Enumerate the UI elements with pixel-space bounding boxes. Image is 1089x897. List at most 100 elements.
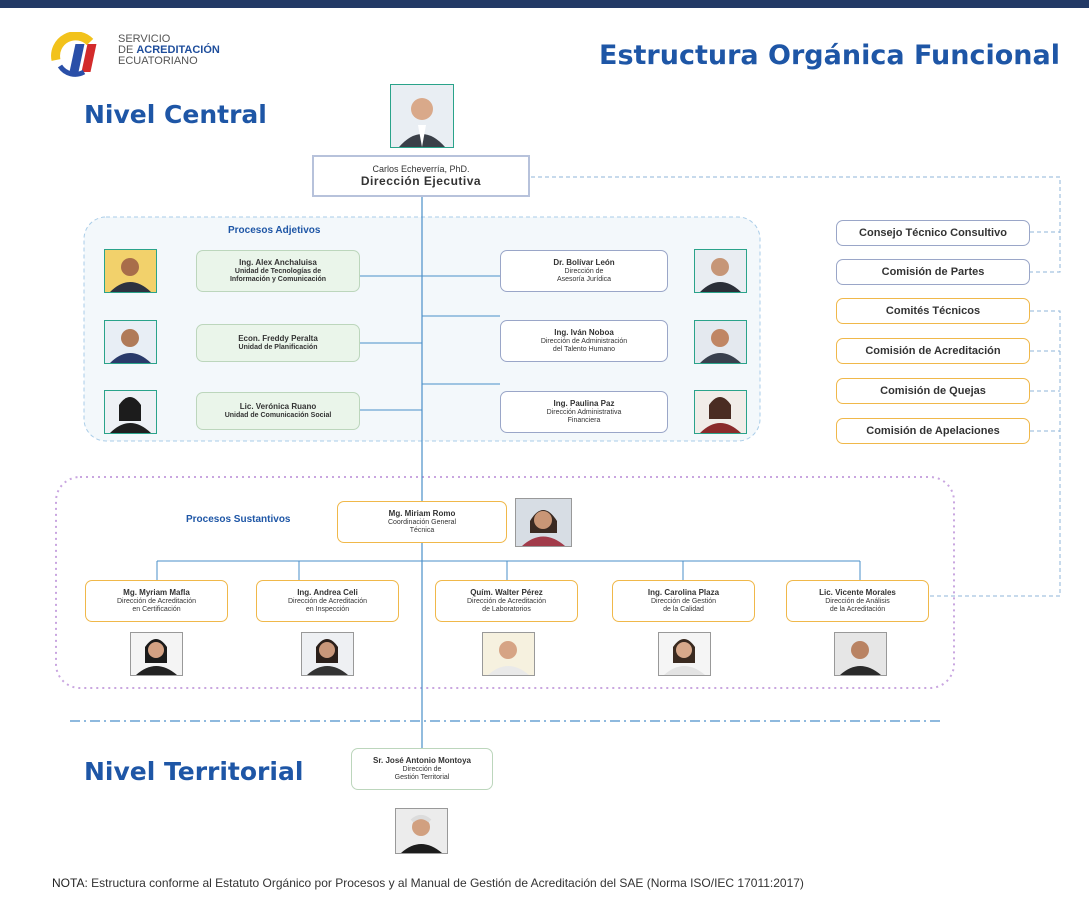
substantive-director-unit-5b: de la Acreditación	[829, 606, 886, 613]
territorial-unit-a: Dirección de	[402, 766, 442, 773]
adjective-right-name-1: Dr. Bolívar León	[553, 258, 615, 267]
substantive-director-box-4: Ing. Carolina Plaza Dirección de Gestión…	[612, 580, 755, 622]
coordinator-unit-a: Coordinación General	[387, 519, 457, 526]
substantive-director-box-3: Quím. Walter Pérez Dirección de Acredita…	[435, 580, 578, 622]
director-name: Carlos Echeverría, PhD.	[372, 164, 470, 174]
substantive-director-photo-4	[658, 632, 711, 676]
substantive-director-name-2: Ing. Andrea Celi	[297, 588, 358, 597]
person-icon	[695, 391, 746, 433]
substantive-director-name-3: Quím. Walter Pérez	[470, 588, 543, 597]
substantive-director-unit-4b: de la Calidad	[663, 606, 704, 613]
substantive-director-name-4: Ing. Carolina Plaza	[647, 588, 720, 597]
substantive-label: Procesos Sustantivos	[186, 514, 291, 525]
committee-4: Comisión de Acreditación	[836, 338, 1030, 364]
person-icon	[105, 250, 156, 292]
adjective-right-unit-3a: Dirección Administrativa	[546, 409, 622, 416]
substantive-director-unit-2b: en Inspección	[305, 606, 350, 613]
adjective-left-photo-3	[104, 390, 157, 434]
substantive-director-box-2: Ing. Andrea Celi Dirección de Acreditaci…	[256, 580, 399, 622]
substantive-director-box-5: Lic. Vicente Morales Dirección de Anális…	[786, 580, 929, 622]
footnote-text: : Estructura conforme al Estatuto Orgáni…	[84, 876, 804, 890]
adjective-right-photo-1	[694, 249, 747, 293]
adjective-right-name-2: Ing. Iván Noboa	[554, 328, 614, 337]
territorial-name: Sr. José Antonio Montoya	[373, 756, 471, 765]
level-territorial-title: Nivel Territorial	[84, 757, 304, 786]
person-icon	[695, 321, 746, 363]
adjective-left-box-1: Ing. Alex Anchaluisa Unidad de Tecnologí…	[196, 250, 360, 292]
adjective-right-photo-2	[694, 320, 747, 364]
coordinator-box: Mg. Miriam Romo Coordinación General Téc…	[337, 501, 507, 543]
person-icon	[391, 85, 453, 147]
adjective-left-name-1: Ing. Alex Anchaluisa	[239, 258, 317, 267]
director-unit: Dirección Ejecutiva	[360, 174, 482, 188]
adjective-left-unit-3a: Unidad de Comunicación Social	[224, 412, 332, 419]
adjective-right-unit-2a: Dirección de Administración	[540, 338, 628, 345]
adjective-right-unit-2b: del Talento Humano	[552, 346, 616, 353]
adjective-left-unit-1b: Información y Comunicación	[229, 276, 327, 283]
adjective-left-box-3: Lic. Verónica Ruano Unidad de Comunicaci…	[196, 392, 360, 430]
territorial-box: Sr. José Antonio Montoya Dirección de Ge…	[351, 748, 493, 790]
substantive-region	[55, 476, 955, 689]
substantive-director-unit-4a: Dirección de Gestión	[651, 598, 716, 605]
territorial-photo	[395, 808, 448, 854]
adjective-right-box-1: Dr. Bolívar León Dirección de Asesoría J…	[500, 250, 668, 292]
adjective-left-unit-2a: Unidad de Planificación	[238, 344, 318, 351]
substantive-director-unit-1b: en Certificación	[132, 606, 181, 613]
adjective-left-box-2: Econ. Freddy Peralta Unidad de Planifica…	[196, 324, 360, 362]
committee-2: Comisión de Partes	[836, 259, 1030, 285]
coordinator-photo	[515, 498, 572, 547]
substantive-director-photo-3	[482, 632, 535, 676]
substantive-director-box-1: Mg. Myriam Mafla Dirección de Acreditaci…	[85, 580, 228, 622]
logo-line-2-prefix: DE	[118, 44, 137, 56]
person-icon	[396, 809, 447, 853]
logo-mark-icon	[51, 31, 97, 77]
blue-committee-connector	[524, 176, 1061, 273]
substantive-director-unit-1a: Dirección de Acreditación	[117, 598, 196, 605]
committee-5: Comisión de Quejas	[836, 378, 1030, 404]
footnote-prefix: NOTA	[52, 876, 85, 890]
substantive-director-name-5: Lic. Vicente Morales	[819, 588, 896, 597]
adjective-right-name-3: Ing. Paulina Paz	[553, 399, 615, 408]
person-icon	[835, 633, 886, 675]
substantive-director-unit-3a: Dirección de Acreditación	[467, 598, 546, 605]
adjective-right-unit-3b: Financiera	[567, 417, 601, 424]
person-icon	[659, 633, 710, 675]
adjective-left-name-3: Lic. Verónica Ruano	[239, 402, 317, 411]
substantive-director-unit-2a: Dirección de Acreditación	[288, 598, 367, 605]
person-icon	[483, 633, 534, 675]
territorial-unit-b: Gestión Territorial	[394, 774, 450, 781]
adjective-right-photo-3	[694, 390, 747, 434]
substantive-director-name-1: Mg. Myriam Mafla	[123, 588, 190, 597]
adjective-right-box-2: Ing. Iván Noboa Dirección de Administrac…	[500, 320, 668, 362]
logo-line-3: ECUATORIANO	[118, 55, 198, 67]
person-icon	[105, 391, 156, 433]
logo-line-2: DE ACREDITACIÓN	[118, 45, 220, 56]
level-central-title: Nivel Central	[84, 100, 267, 129]
page-title: Estructura Orgánica Funcional	[599, 40, 1060, 71]
adjective-right-unit-1a: Dirección de	[564, 268, 604, 275]
substantive-director-photo-2	[301, 632, 354, 676]
person-icon	[302, 633, 353, 675]
coordinator-unit-b: Técnica	[409, 527, 435, 534]
person-icon	[105, 321, 156, 363]
substantive-director-photo-1	[130, 632, 183, 676]
substantive-director-unit-5a: Dirección de Análisis	[825, 598, 890, 605]
person-icon	[131, 633, 182, 675]
adjective-left-photo-2	[104, 320, 157, 364]
adjective-left-unit-1a: Unidad de Tecnologías de	[234, 268, 322, 275]
logo-line-2-bold: ACREDITACIÓN	[136, 44, 220, 56]
adjective-left-photo-1	[104, 249, 157, 293]
committee-1: Consejo Técnico Consultivo	[836, 220, 1030, 246]
orange-committee-connector	[930, 310, 1061, 597]
adjective-left-name-2: Econ. Freddy Peralta	[238, 334, 318, 343]
director-photo	[390, 84, 454, 148]
person-icon	[516, 499, 571, 546]
substantive-director-unit-3b: de Laboratorios	[482, 606, 531, 613]
footnote: NOTA: Estructura conforme al Estatuto Or…	[52, 876, 804, 890]
person-icon	[695, 250, 746, 292]
substantive-director-photo-5	[834, 632, 887, 676]
logo-text: SERVICIO DE ACREDITACIÓN ECUATORIANO	[118, 34, 220, 67]
sae-logo: SERVICIO DE ACREDITACIÓN ECUATORIANO	[50, 31, 250, 82]
adjective-right-box-3: Ing. Paulina Paz Dirección Administrativ…	[500, 391, 668, 433]
